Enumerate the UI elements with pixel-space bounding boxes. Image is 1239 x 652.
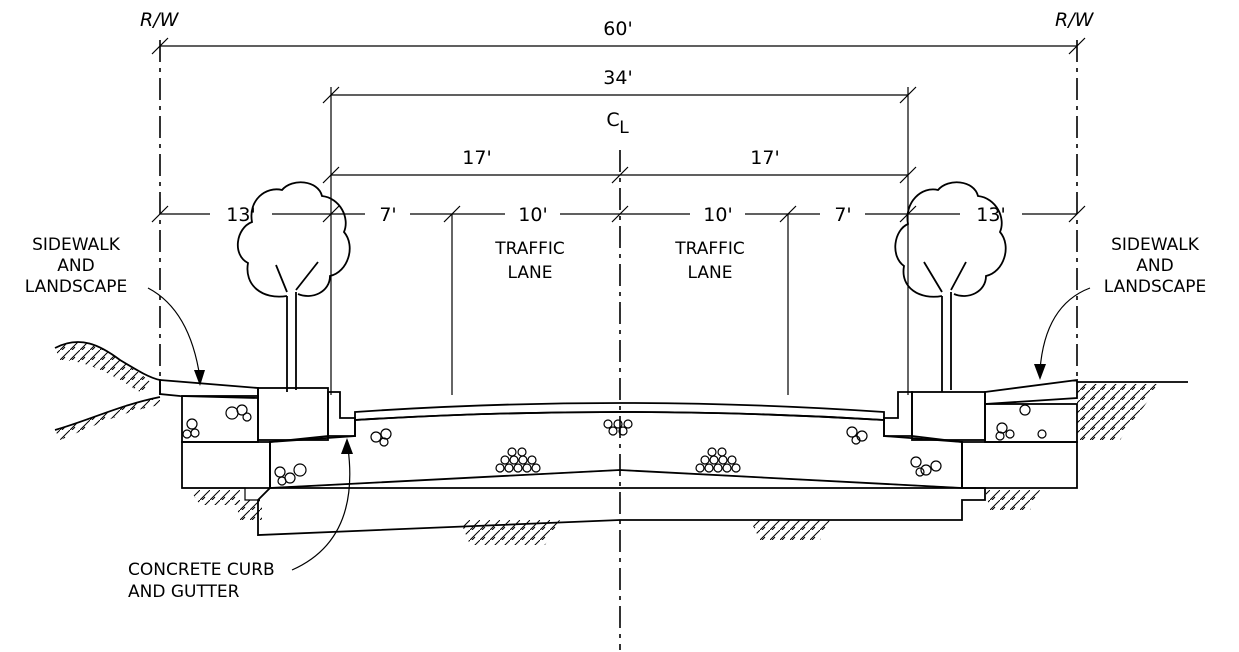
left-curb — [327, 391, 356, 437]
right-sidewalk-label-3: LANDSCAPE — [1104, 277, 1207, 297]
centerline-l: L — [619, 118, 629, 138]
right-sidewalk-slab — [984, 378, 1078, 405]
gravel-clusters — [274, 419, 942, 486]
left-sidewalk-label-1: SIDEWALK — [32, 235, 121, 255]
right-curb — [883, 391, 913, 437]
dimension-34: 34' — [322, 67, 917, 395]
segment-left-sidewalk-label: 13' — [226, 204, 255, 226]
right-terrain — [1077, 381, 1188, 440]
left-traffic-lane-label-1: TRAFFIC — [494, 239, 565, 259]
left-sidewalk-leader — [147, 287, 205, 386]
right-traffic-lane-label-1: TRAFFIC — [674, 239, 745, 259]
dimension-60-label: 60' — [603, 18, 632, 40]
left-sidewalk-label-2: AND — [57, 256, 94, 276]
dimension-60: 60' — [151, 18, 1086, 55]
left-traffic-lane-label-2: LANE — [508, 263, 553, 283]
right-sidewalk-label-1: SIDEWALK — [1111, 235, 1200, 255]
curb-leader — [291, 438, 353, 571]
segment-dimension-row: 13' 7' 10' 10' 7' 13' — [151, 204, 1086, 226]
left-terrain — [54, 341, 161, 440]
left-base-layer — [181, 441, 271, 520]
left-sidewalk-slab — [159, 379, 259, 399]
right-traffic-lane-label-2: LANE — [688, 263, 733, 283]
dimension-17-right-label: 17' — [750, 147, 779, 169]
centerline-c: C — [606, 109, 619, 131]
dimension-17-pair: 17' 17' — [322, 147, 917, 184]
centerline: C L — [606, 109, 629, 650]
segment-left-parking-label: 7' — [379, 204, 396, 226]
right-row-label: R/W — [1055, 9, 1095, 31]
dimension-17-left-label: 17' — [462, 147, 491, 169]
left-row-label: R/W — [140, 9, 180, 31]
left-tree-box — [257, 387, 329, 441]
curb-label-2: AND GUTTER — [128, 582, 240, 602]
right-tree-box — [911, 391, 986, 441]
right-sidewalk-leader — [1034, 287, 1091, 380]
right-gravel-bed — [984, 403, 1078, 443]
segment-right-lane-label: 10' — [703, 204, 732, 226]
segment-left-lane-label: 10' — [518, 204, 547, 226]
left-gravel-bed — [181, 395, 259, 443]
subgrade-layer — [257, 469, 986, 545]
dimension-34-label: 34' — [603, 67, 632, 89]
aggregate-base — [269, 411, 963, 489]
curb-label-1: CONCRETE CURB — [128, 560, 275, 580]
segment-right-parking-label: 7' — [834, 204, 851, 226]
right-sidewalk-label-2: AND — [1136, 256, 1173, 276]
left-sidewalk-label-3: LANDSCAPE — [25, 277, 128, 297]
left-tree-icon — [237, 181, 351, 392]
right-tree-icon — [894, 181, 1007, 392]
